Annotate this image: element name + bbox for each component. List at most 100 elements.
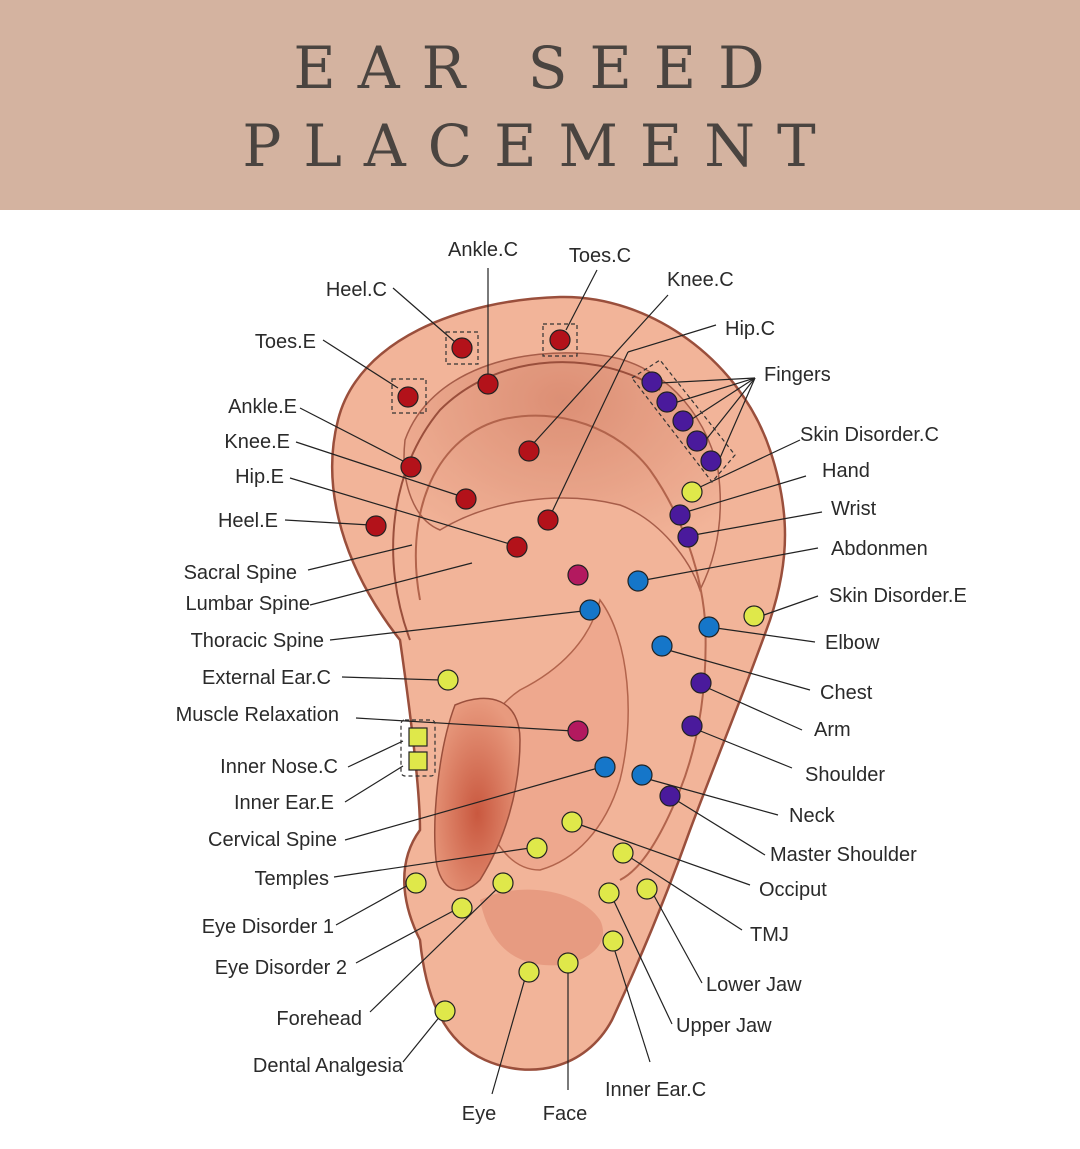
ear-canal <box>434 697 521 892</box>
point-lumbar-magenta <box>567 564 589 586</box>
point-forehead <box>492 872 514 894</box>
label-inner-ear-c: Inner Ear.C <box>605 1079 706 1101</box>
point-eye-disorder-2 <box>451 897 473 919</box>
point-heel-c <box>451 337 473 359</box>
label-hip-e: Hip.E <box>235 466 284 488</box>
label-thoracic-spine: Thoracic Spine <box>191 630 324 652</box>
label-skin-disorder-e: Skin Disorder.E <box>829 585 967 607</box>
label-upper-jaw: Upper Jaw <box>676 1015 772 1037</box>
point-upper-jaw <box>598 882 620 904</box>
label-ankle-e: Ankle.E <box>228 396 297 418</box>
label-occiput: Occiput <box>759 879 827 901</box>
label-shoulder: Shoulder <box>805 764 885 786</box>
point-dental-analgesia <box>434 1000 456 1022</box>
point-skin-disorder-e <box>743 605 765 627</box>
point-eye-disorder-1 <box>405 872 427 894</box>
point-finger-4 <box>686 430 708 452</box>
header-banner: EAR SEED PLACEMENT <box>0 0 1080 210</box>
label-inner-ear-e: Inner Ear.E <box>234 792 334 814</box>
inner-helix-curve <box>392 361 661 641</box>
point-lower-jaw <box>636 878 658 900</box>
label-sacral-spine: Sacral Spine <box>184 562 297 584</box>
point-arm <box>690 672 712 694</box>
point-occiput <box>561 811 583 833</box>
point-heel-e <box>365 515 387 537</box>
point-hip-c <box>537 509 559 531</box>
point-eye <box>518 961 540 983</box>
point-finger-1 <box>641 371 663 393</box>
point-hand <box>669 504 691 526</box>
point-master-shoulder <box>659 785 681 807</box>
label-forehead: Forehead <box>276 1008 362 1030</box>
label-cervical-spine: Cervical Spine <box>208 829 337 851</box>
label-skin-disorder-c: Skin Disorder.C <box>800 424 939 446</box>
label-wrist: Wrist <box>831 498 877 520</box>
point-cervical-spine <box>594 756 616 778</box>
label-abdonmen: Abdonmen <box>831 538 928 560</box>
label-knee-e: Knee.E <box>224 431 290 453</box>
acupoints <box>365 329 765 1022</box>
label-knee-c: Knee.C <box>667 269 734 291</box>
label-fingers: Fingers <box>764 364 831 386</box>
label-dental-analgesia: Dental Analgesia <box>253 1055 404 1077</box>
label-arm: Arm <box>814 719 851 741</box>
point-abdomen <box>627 570 649 592</box>
point-skin-disorder-c <box>681 481 703 503</box>
label-eye: Eye <box>462 1103 496 1125</box>
point-hip-e <box>506 536 528 558</box>
label-hip-c: Hip.C <box>725 318 775 340</box>
point-inner-ear-e <box>408 751 428 771</box>
label-neck: Neck <box>789 805 836 827</box>
lobe-shading <box>480 889 604 966</box>
label-external-ear-c: External Ear.C <box>202 667 331 689</box>
label-lumbar-spine: Lumbar Spine <box>185 593 310 615</box>
point-knee-e <box>455 488 477 510</box>
point-muscle-relaxation <box>567 720 589 742</box>
label-master-shoulder: Master Shoulder <box>770 844 917 866</box>
point-finger-3 <box>672 410 694 432</box>
point-wrist <box>677 526 699 548</box>
point-toes-e <box>397 386 419 408</box>
point-temples <box>526 837 548 859</box>
leader-lines <box>284 268 823 1095</box>
label-heel-e: Heel.E <box>218 510 278 532</box>
point-thoracic-spine <box>579 599 601 621</box>
point-neck <box>631 764 653 786</box>
point-finger-2 <box>656 391 678 413</box>
point-labels: Ankle.C Toes.C Heel.C Knee.C Toes.E Hip.… <box>176 239 967 1125</box>
helix-rim <box>403 352 721 592</box>
point-knee-c <box>518 440 540 462</box>
label-lower-jaw: Lower Jaw <box>706 974 802 996</box>
label-tmj: TMJ <box>750 924 789 946</box>
label-elbow: Elbow <box>825 632 880 654</box>
point-finger-5 <box>700 450 722 472</box>
label-muscle-relaxation: Muscle Relaxation <box>176 704 339 726</box>
point-chest <box>651 635 673 657</box>
label-toes-c: Toes.C <box>569 245 631 267</box>
title-line-1: EAR SEED <box>293 34 787 102</box>
concha <box>476 598 629 871</box>
point-elbow <box>698 616 720 638</box>
label-face: Face <box>543 1103 587 1125</box>
label-toes-e: Toes.E <box>255 331 316 353</box>
label-temples: Temples <box>255 868 329 890</box>
dashed-group-boxes <box>391 323 736 777</box>
point-inner-ear-c <box>602 930 624 952</box>
label-inner-nose-c: Inner Nose.C <box>220 756 338 778</box>
label-hand: Hand <box>822 460 870 482</box>
label-ankle-c: Ankle.C <box>448 239 518 261</box>
label-eye-disorder-1: Eye Disorder 1 <box>202 916 334 938</box>
label-heel-c: Heel.C <box>326 279 387 301</box>
title-line-2: PLACEMENT <box>242 112 838 180</box>
label-eye-disorder-2: Eye Disorder 2 <box>215 957 347 979</box>
point-inner-nose-c <box>408 727 428 747</box>
point-external-ear-c <box>437 669 459 691</box>
point-ankle-c <box>477 373 499 395</box>
point-shoulder <box>681 715 703 737</box>
point-face <box>557 952 579 974</box>
point-tmj <box>612 842 634 864</box>
point-toes-c <box>549 329 571 351</box>
point-ankle-e <box>400 456 422 478</box>
